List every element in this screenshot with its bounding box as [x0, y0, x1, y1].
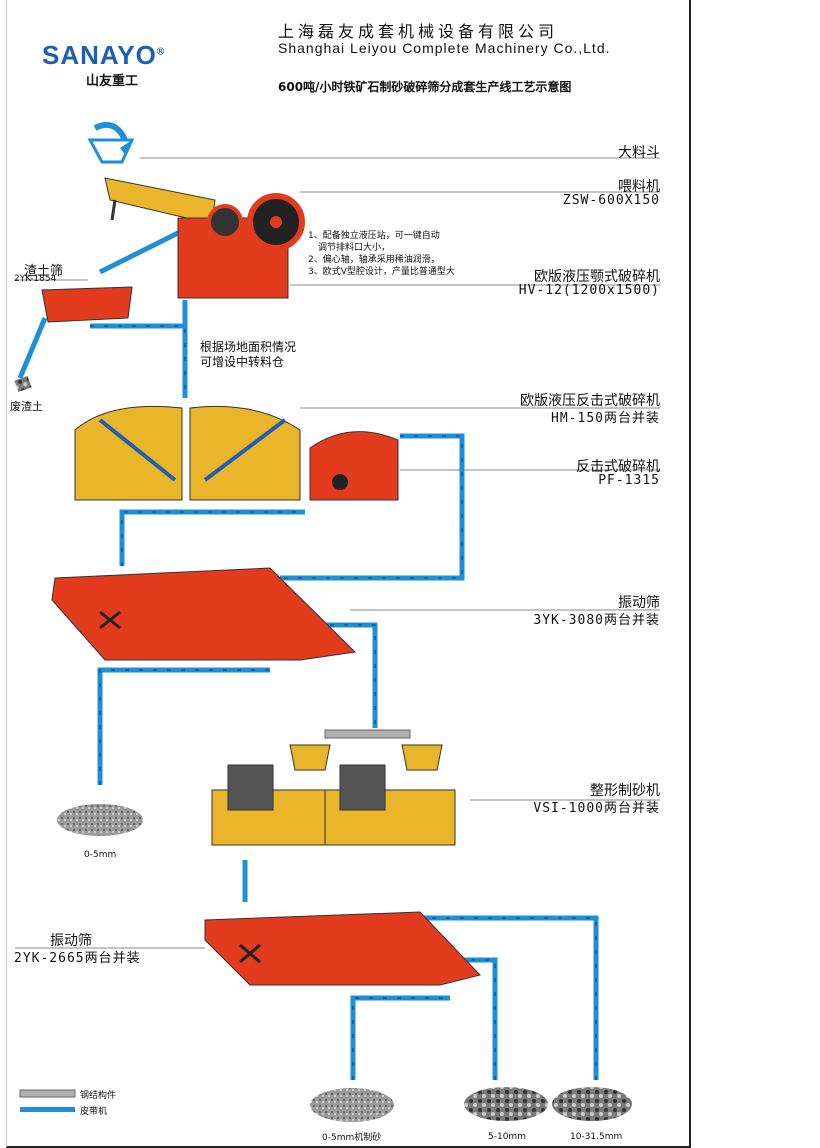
waste-label: 废渣土: [10, 400, 43, 413]
label-hm-crusher: 欧版液压反击式破碎机: [520, 393, 660, 409]
model-pf-crusher: PF-1315: [598, 473, 660, 488]
model-screen-3yk: 3YK-3080两台并装: [533, 613, 660, 628]
logo-name-cn: 山友重工: [86, 74, 139, 89]
diagram-title: 600吨/小时铁矿石制砂破碎筛分成套生产线工艺示意图: [278, 80, 572, 94]
pile-10-31mm: [552, 1087, 632, 1121]
label-jaw-crusher: 欧版液压颚式破碎机: [534, 269, 660, 285]
company-name-cn: 上海磊友成套机械设备有限公司: [278, 22, 559, 41]
logo-brand: SANAYO®: [42, 40, 166, 70]
label-screen-2yk: 振动筛: [50, 933, 92, 949]
site-note: 根据场地面积情况 可增设中转料仓: [200, 340, 297, 369]
hopper: [87, 122, 135, 164]
jaw-notes: 1、配备独立液压站，可一键自动 调节排料口大小， 2、偏心轴，轴承采用稀油润滑，…: [308, 231, 455, 277]
label-vsi: 整形制砂机: [590, 783, 660, 799]
legend-belt-swatch: [20, 1107, 75, 1112]
vsi-sand-maker: [211, 744, 456, 846]
pile-sand: [310, 1088, 394, 1122]
label-pf-crusher: 反击式破碎机: [576, 459, 660, 475]
product-10-31mm: 10-31.5mm: [570, 1132, 623, 1142]
vibrating-screen-3yk3080: [51, 567, 357, 661]
impact-crusher-pf1315: [309, 431, 399, 501]
model-screen-2yk: 2YK-2665两台并装: [14, 951, 141, 966]
label-hopper: 大料斗: [618, 145, 660, 161]
vibrating-screen-2yk2665: [204, 911, 481, 986]
pile-5-10mm: [464, 1087, 548, 1121]
model-hm-crusher: HM-150两台并装: [551, 411, 660, 426]
company-name-en: Shanghai Leiyou Complete Machinery Co.,L…: [278, 40, 611, 56]
model-soil-screen: 2YK-1854: [14, 274, 57, 284]
page-frame: [6, 0, 691, 1148]
legend-steel-swatch: [19, 1089, 76, 1098]
label-soil-screen: 渣土筛: [24, 264, 64, 279]
product-sand: 0-5mm机制砂: [322, 1133, 382, 1143]
label-feeder: 喂料机: [618, 179, 660, 195]
model-vsi: VSI-1000两台并装: [533, 801, 660, 816]
legend-steel-label: 钢结构件: [80, 1091, 117, 1101]
impact-crusher-hm150: [74, 405, 301, 501]
soil-screen: [41, 286, 133, 323]
steel-segment: [324, 729, 411, 739]
pile-0-5mm: [57, 804, 143, 836]
legend-belt-label: 皮带机: [80, 1107, 108, 1117]
leader-lines: [15, 157, 660, 949]
jaw-crusher: [177, 193, 305, 299]
model-feeder: ZSW-600X150: [562, 193, 660, 208]
label-screen-3yk: 振动筛: [618, 595, 660, 611]
product-0-5mm: 0-5mm: [84, 850, 117, 860]
product-5-10mm: 5-10mm: [488, 1132, 526, 1142]
model-jaw-crusher: HV-12(1200x1500): [518, 283, 660, 298]
waste-pile: [14, 375, 32, 393]
